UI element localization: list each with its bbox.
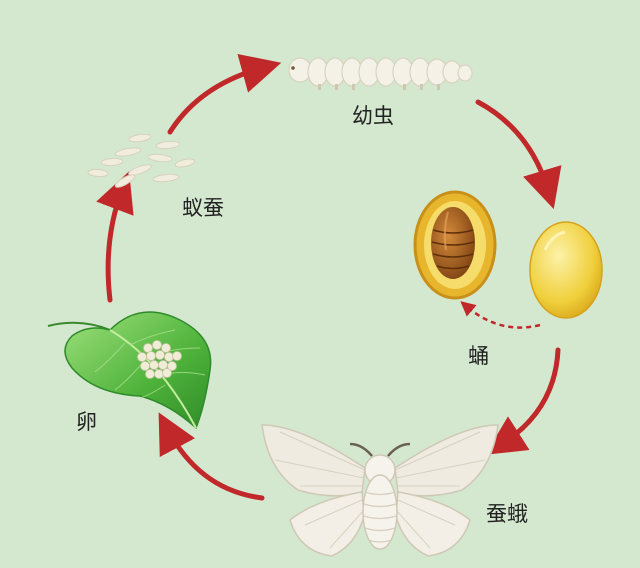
label-larva: 幼虫 <box>352 104 394 128</box>
arrow-moth-to-egg <box>158 412 265 501</box>
arrow-pupa-to-moth <box>485 347 561 455</box>
label-pupa: 蛹 <box>468 344 489 368</box>
label-moth: 蚕蛾 <box>486 502 528 526</box>
cocoon-icon <box>529 221 603 319</box>
egg-cluster-icon <box>137 340 182 379</box>
hatchling-icon <box>87 133 196 188</box>
arrow-cocoon-to-pupa-dashed <box>460 301 541 329</box>
label-hatchling: 蚁蚕 <box>182 196 224 220</box>
cycle-arrows <box>96 54 562 501</box>
leaf-icon <box>47 311 212 430</box>
pupa-icon <box>413 190 497 300</box>
label-egg: 卵 <box>76 410 97 434</box>
arrow-larva-to-cocoon <box>475 99 562 210</box>
moth-icon <box>261 424 499 557</box>
arrow-egg-to-hatchling <box>96 171 134 303</box>
arrow-hatchling-to-larva <box>167 54 282 135</box>
larva-icon <box>288 57 473 90</box>
